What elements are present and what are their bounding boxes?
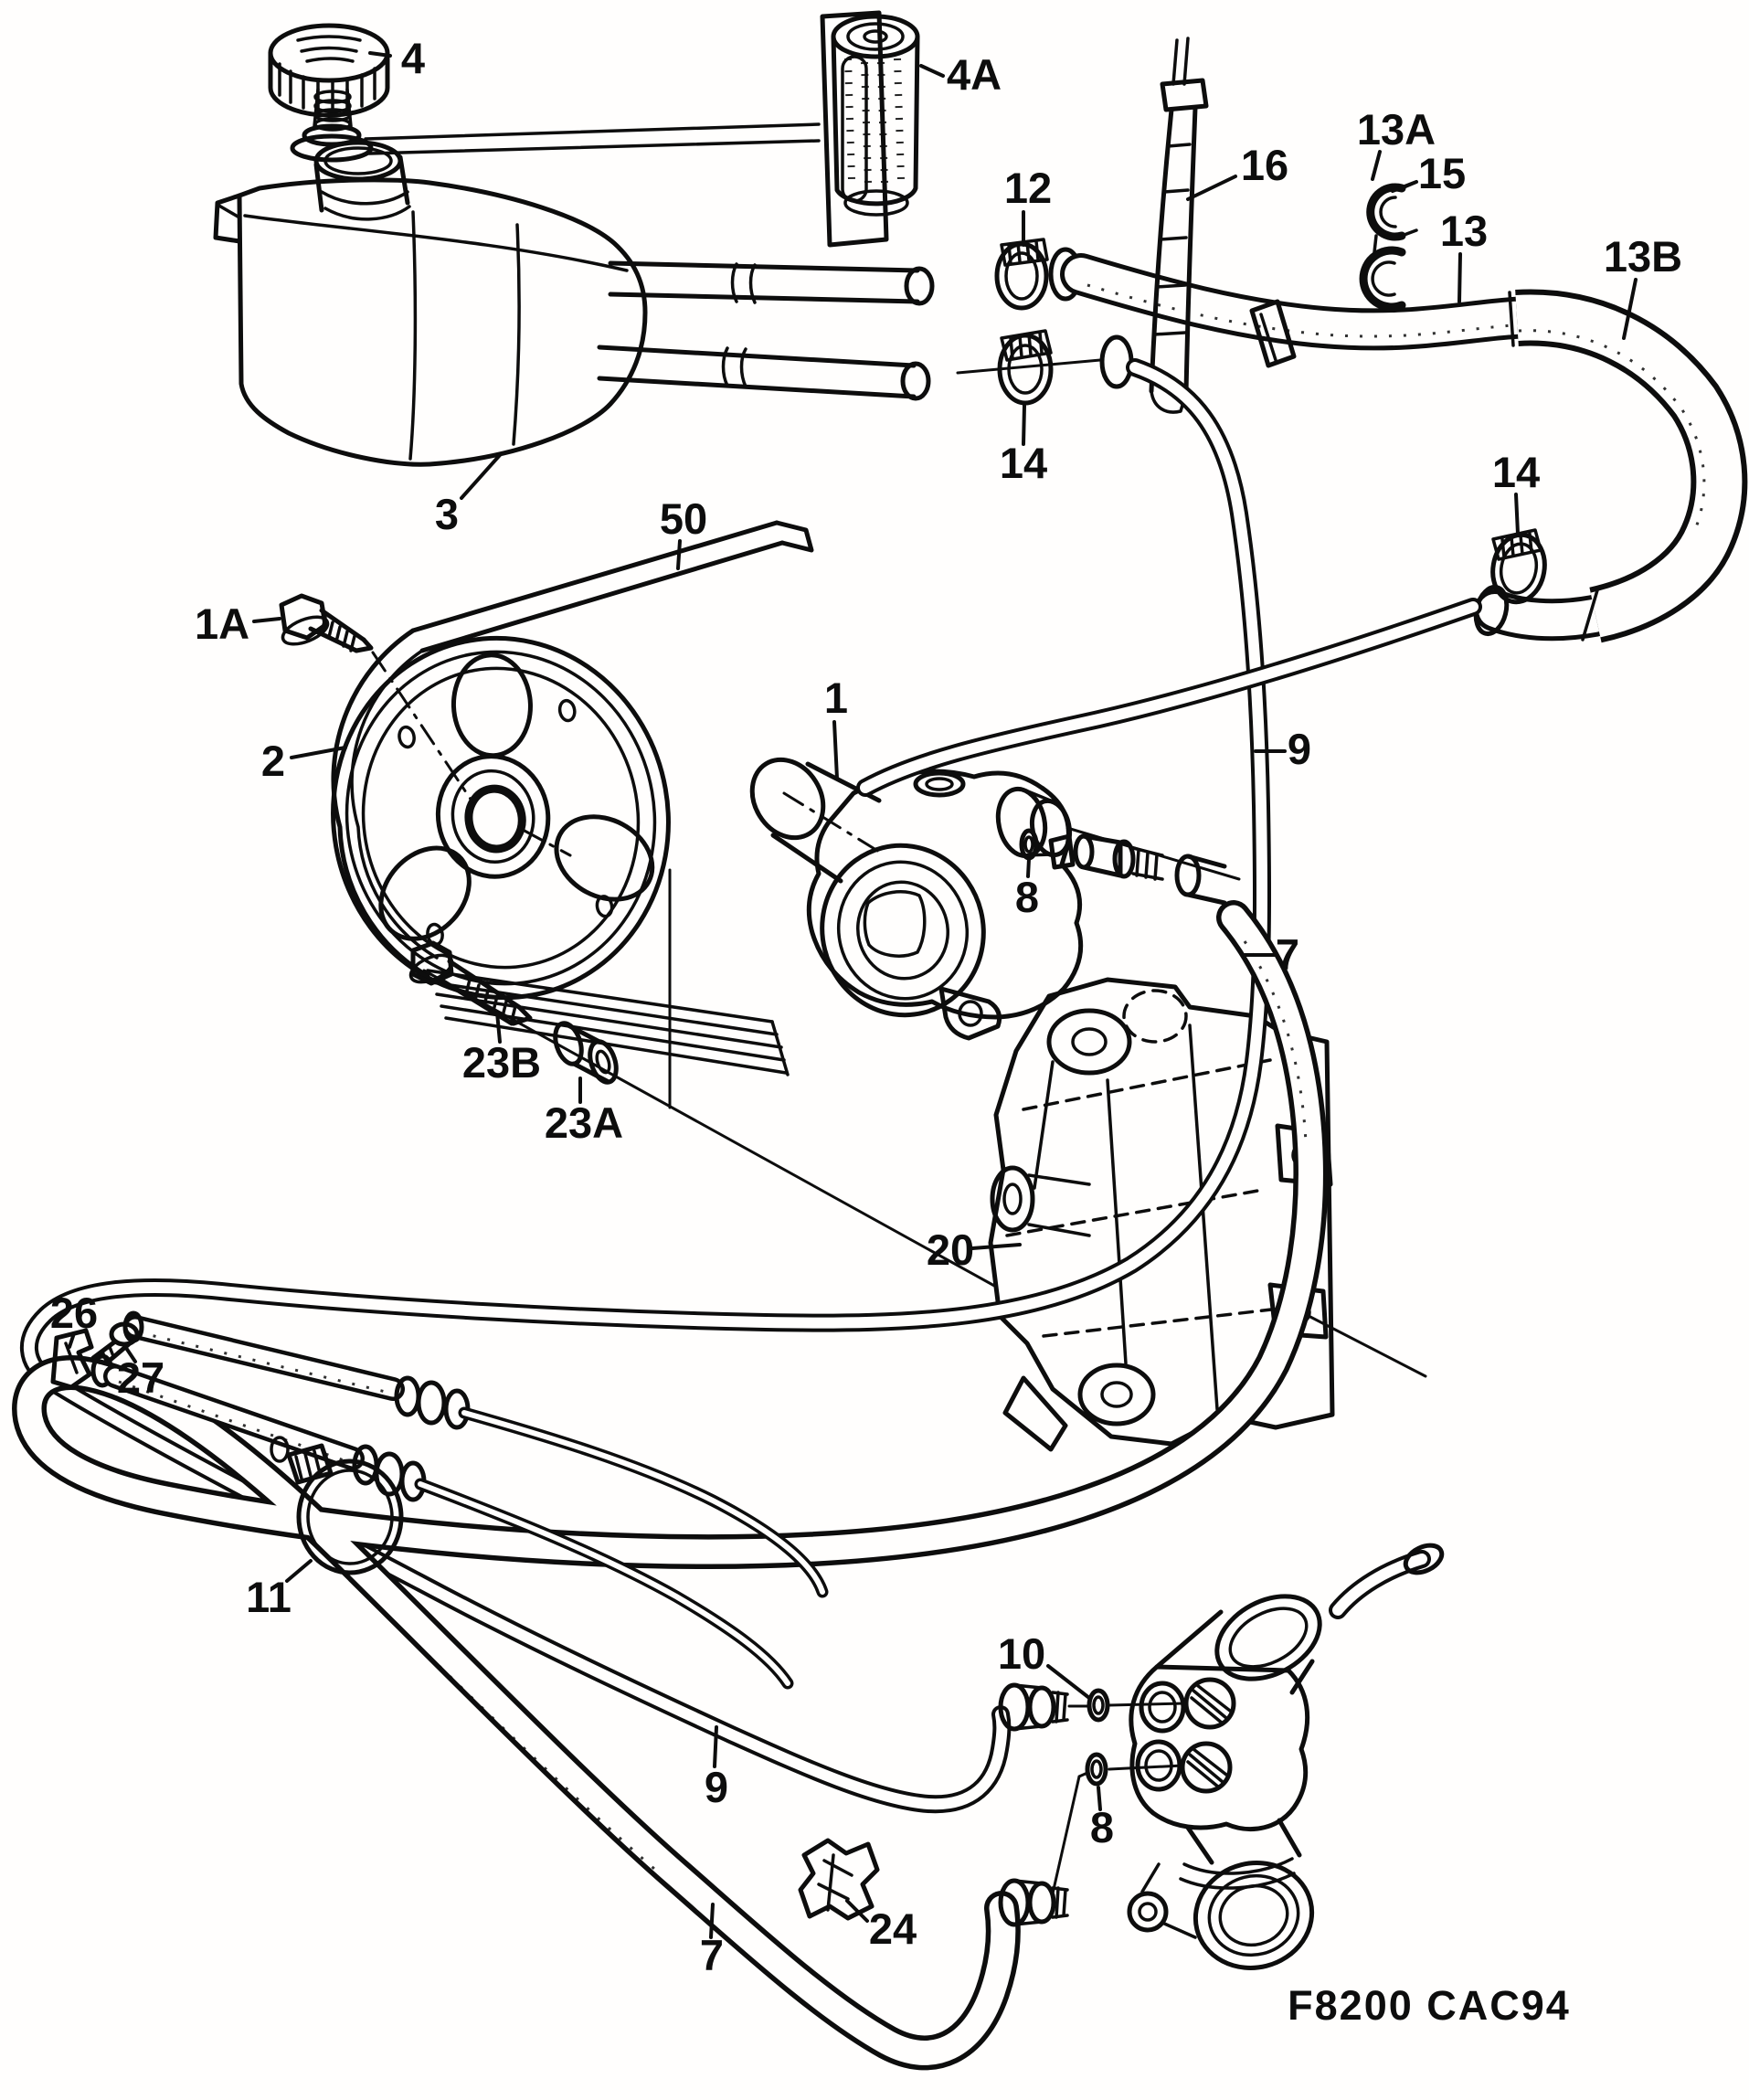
callout-13-leader-6 <box>1458 252 1462 303</box>
steering-valve-housing <box>1127 1543 1445 1970</box>
callout-2-leader-13 <box>290 746 347 759</box>
callout-23B-label-18: 23B <box>462 1038 541 1087</box>
callout-14-leader-9 <box>1022 404 1026 446</box>
callout-10-leader-25 <box>1046 1664 1091 1700</box>
bolt-23b-bushing-23a <box>408 940 619 1085</box>
callout-23B-leader-18 <box>495 1011 502 1044</box>
callout-4-label-0: 4 <box>401 34 425 82</box>
clip-15 <box>1359 234 1406 312</box>
belt-50 <box>331 520 814 1077</box>
pipe-9 <box>19 358 1272 1814</box>
callout-14-label-8: 14 <box>1492 448 1540 496</box>
callout-20-label-20: 20 <box>927 1225 974 1274</box>
callout-3-leader-10 <box>460 453 502 500</box>
filter-assembly <box>364 10 920 248</box>
clamp-11 <box>270 1436 404 1575</box>
callout-3-label-10: 3 <box>435 490 459 538</box>
callout-7-label-28: 7 <box>700 1931 724 1979</box>
bracket-26 <box>50 1328 94 1390</box>
callout-13B-label-7: 13B <box>1604 232 1682 281</box>
pipe-clip-24 <box>798 1838 880 1921</box>
callout-27-label-22: 27 <box>117 1353 164 1402</box>
callout-27-leader-22 <box>122 1343 137 1363</box>
callout-14-label-9: 14 <box>1000 439 1047 487</box>
callout-10-label-25: 10 <box>998 1629 1045 1678</box>
callout-7-label-17: 7 <box>1276 930 1299 979</box>
callout-13A-label-4: 13A <box>1357 105 1436 154</box>
callout-50-leader-11 <box>676 539 682 570</box>
callout-24-label-27: 24 <box>869 1904 917 1953</box>
callout-8-label-15: 8 <box>1015 873 1039 921</box>
hose-7 <box>12 900 1329 2071</box>
callout-11-label-23: 11 <box>246 1573 292 1621</box>
callout-13-label-6: 13 <box>1440 207 1488 255</box>
callout-15-label-5: 15 <box>1418 149 1466 197</box>
callout-7-leader-28 <box>709 1903 715 1939</box>
callout-14-leader-8 <box>1514 493 1520 536</box>
clamp-14-right <box>1490 528 1547 605</box>
callout-26-leader-21 <box>68 1331 76 1349</box>
bolt-1a <box>279 593 572 857</box>
callout-13A-leader-4 <box>1371 150 1382 181</box>
rack-pipes-group <box>50 1310 880 1921</box>
callout-23A-label-19: 23A <box>545 1098 623 1147</box>
callout-12-label-2: 12 <box>1004 164 1052 212</box>
callout-2-label-13: 2 <box>261 737 285 785</box>
callout-9-leader-24 <box>713 1725 718 1768</box>
callout-24-leader-27 <box>845 1899 869 1923</box>
figure-code: F8200 CAC94 <box>1288 1982 1571 2029</box>
callout-13B-leader-7 <box>1622 278 1638 340</box>
callout-8-leader-15 <box>1026 857 1031 878</box>
callout-16-label-3: 16 <box>1241 141 1288 189</box>
cable-tie-16 <box>1149 37 1209 414</box>
pump <box>749 757 1241 1041</box>
callout-16-leader-3 <box>1186 175 1237 201</box>
callout-1-label-14: 1 <box>824 673 848 722</box>
callout-50-label-11: 50 <box>660 494 707 543</box>
callout-4A-leader-1 <box>919 64 945 78</box>
reservoir-tank <box>213 140 648 467</box>
reservoir-outlet-tubes <box>597 238 1134 406</box>
callout-1-leader-14 <box>832 720 839 780</box>
callout-8-label-26: 8 <box>1090 1803 1114 1851</box>
callout-4A-label-1: 4A <box>947 50 1002 99</box>
callout-20-leader-20 <box>970 1243 1022 1250</box>
callout-9-label-24: 9 <box>705 1763 728 1811</box>
callout-11-leader-23 <box>285 1559 313 1583</box>
callout-4-leader-0 <box>368 51 392 58</box>
callout-1A-leader-12 <box>252 617 281 623</box>
suction-pipe <box>856 598 1482 797</box>
callout-1A-label-12: 1A <box>195 599 249 648</box>
callout-9-label-16: 9 <box>1288 725 1311 773</box>
callout-15-leader-5 <box>1391 180 1418 193</box>
pulley <box>331 635 671 1001</box>
callout-26-label-21: 26 <box>50 1289 98 1337</box>
clamp-12 <box>994 238 1049 311</box>
callout-8-leader-26 <box>1097 1786 1102 1811</box>
hose-13-group <box>1060 37 1748 643</box>
